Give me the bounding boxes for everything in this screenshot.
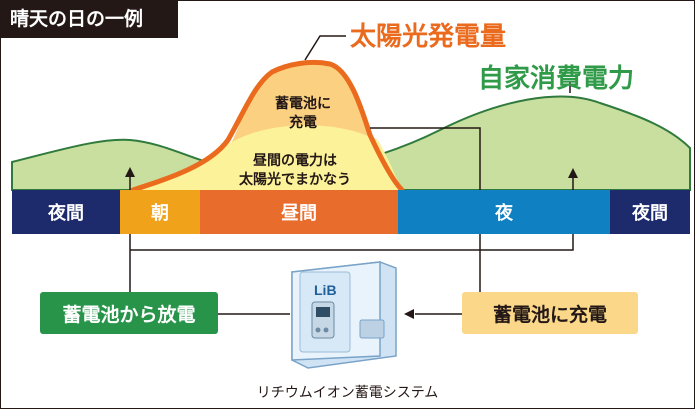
discharge-arrow-up-left [125,167,135,177]
charge-to-device-arrow [404,309,414,319]
daytime-area [133,124,402,190]
battery-device [291,261,397,369]
device-logo: LiB [314,282,337,298]
time-segment-night-late: 夜間 [610,190,690,234]
charge-area-label-line1: 蓄電池に [275,96,331,112]
device-caption: リチウムイオン蓄電システム [256,385,439,401]
daytime-area-label: 昼間の電力は 太陽光でまかなう [210,152,380,190]
charge-area [232,62,376,142]
solar-leader-line [304,35,346,61]
discharge-arrow-up-right [568,168,578,178]
charge-area-label-line2: 充電 [289,115,317,131]
charge-area-label: 蓄電池に 充電 [268,95,338,133]
title-tag: 晴天の日の一例 [0,0,178,38]
time-segment-evening: 夜 [398,190,610,234]
discharge-box: 蓄電池から放電 [40,292,218,334]
time-segment-morning: 朝 [120,190,200,234]
self-consumption-label: 自家消費電力 [478,64,635,94]
solar-generation-label: 太陽光発電量 [350,22,507,52]
solar-curve [130,59,405,193]
consumption-hill [11,95,691,191]
daytime-area-label-line2: 太陽光でまかなう [239,172,351,188]
charge-box: 蓄電池に充電 [462,292,638,334]
time-segment-daytime: 昼間 [200,190,398,234]
daytime-area-label-line1: 昼間の電力は [253,153,337,169]
time-segment-night-early: 夜間 [12,190,120,234]
charge-flow-line [370,127,481,292]
